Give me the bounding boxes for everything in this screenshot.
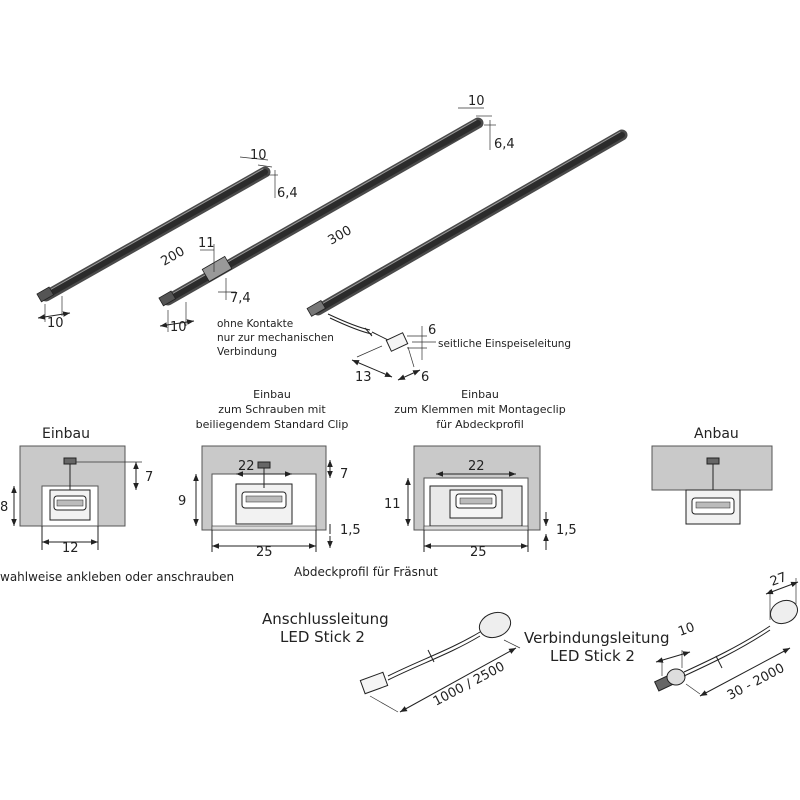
side-feed-label: seitliche Einspeiseleitung xyxy=(438,338,571,350)
long-height-dim: 6,4 xyxy=(494,137,515,152)
long-end-dim: 10 xyxy=(170,320,187,335)
verbindung-length: 30 - 2000 xyxy=(725,661,787,704)
contact-note-2: nur zur mechanischen xyxy=(217,332,334,344)
short-end-dim: 10 xyxy=(47,316,64,331)
connector-length-dim: 13 xyxy=(355,370,372,385)
verbindung-title-1: Verbindungsleitung xyxy=(524,629,670,647)
einbau-clip-edge: 1,5 xyxy=(556,523,577,538)
einbau-screw-section xyxy=(193,445,333,552)
short-height-dim: 6,4 xyxy=(277,186,298,201)
einbau-left-screw: 7 xyxy=(145,470,153,485)
einbau-screw-screw: 7 xyxy=(340,467,348,482)
einbau-screw-edge: 1,5 xyxy=(340,523,361,538)
anschluss-cable xyxy=(359,611,521,713)
einbau-left-note: wahlweise ankleben oder anschrauben xyxy=(0,570,234,584)
contact-connector xyxy=(200,244,236,300)
einbau-clip-title-3: für Abdeckprofil xyxy=(436,418,524,431)
profile-note: Abdeckprofil für Fräsnut xyxy=(294,565,438,579)
verbindung-title-2: LED Stick 2 xyxy=(550,647,635,665)
einbau-screw-inner: 22 xyxy=(238,459,255,474)
einbau-clip-title-1: Einbau xyxy=(461,388,499,401)
einbau-screw-outer: 25 xyxy=(256,545,273,560)
einbau-left-title: Einbau xyxy=(42,426,90,442)
einbau-clip-outer: 25 xyxy=(470,545,487,560)
einbau-clip-section xyxy=(405,445,549,552)
anbau-section xyxy=(651,445,773,525)
einbau-clip-inner: 22 xyxy=(468,459,485,474)
verbindung-sleeve: 27 xyxy=(768,570,789,590)
contact-height-dim: 7,4 xyxy=(230,291,251,306)
anbau-title: Anbau xyxy=(694,426,739,442)
einbau-left-width: 12 xyxy=(62,541,79,556)
anschluss-title-1: Anschlussleitung xyxy=(262,610,389,628)
einbau-screw-title-3: beiliegendem Standard Clip xyxy=(196,418,349,431)
einbau-left-section xyxy=(11,445,142,550)
einbau-screw-depth: 9 xyxy=(178,494,186,509)
led-stick-side-feed xyxy=(306,129,628,381)
long-length-dim: 300 xyxy=(326,223,355,248)
verbindung-plug: 10 xyxy=(676,620,697,640)
einbau-clip-title-2: zum Klemmen mit Montageclip xyxy=(394,403,565,416)
einbau-clip-depth: 11 xyxy=(384,497,401,512)
einbau-screw-title-1: Einbau xyxy=(253,388,291,401)
einbau-screw-title-2: zum Schrauben mit xyxy=(218,403,326,416)
verbindung-cable xyxy=(653,578,799,697)
anschluss-length: 1000 / 2500 xyxy=(431,659,508,709)
connector-width-dim: 6 xyxy=(428,323,436,338)
contact-width-dim: 11 xyxy=(198,236,215,251)
einbau-left-depth: 8 xyxy=(0,500,8,515)
long-width-dim: 10 xyxy=(468,94,485,109)
contact-note-1: ohne Kontakte xyxy=(217,318,293,330)
short-length-dim: 200 xyxy=(159,244,188,269)
contact-note-3: Verbindung xyxy=(217,346,277,358)
anschluss-title-2: LED Stick 2 xyxy=(280,628,365,646)
short-width-dim: 10 xyxy=(250,148,267,163)
connector-height-dim: 6 xyxy=(421,370,429,385)
led-stick-short xyxy=(36,156,278,322)
